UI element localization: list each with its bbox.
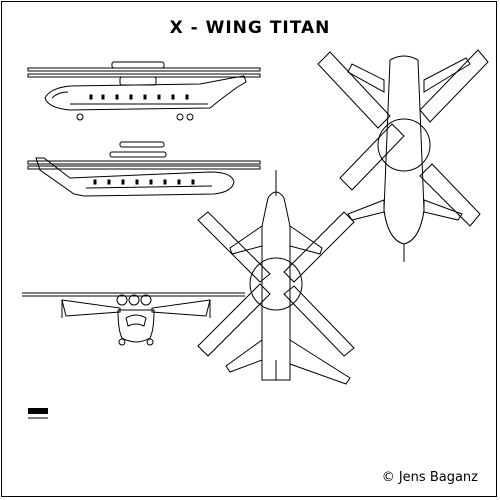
scale-block (28, 408, 48, 419)
fuselage-front (117, 309, 155, 343)
left-stub-wing (61, 299, 121, 317)
tailplane-b-left (347, 199, 385, 221)
fuselage-bottom (383, 55, 425, 245)
top-view (197, 170, 355, 385)
engine-right (140, 294, 152, 306)
rotor-blade-b-sw (339, 123, 405, 191)
fuselage-top (261, 191, 291, 381)
rotor-blade-nw (197, 211, 271, 283)
wing-b-right (423, 57, 471, 93)
engine-left (116, 294, 128, 306)
tailplane-b-right (423, 199, 463, 221)
side-view-left (27, 141, 261, 197)
landing-gear-rear (176, 113, 184, 121)
fuselage (44, 75, 247, 111)
rotor-hub-disc (249, 257, 303, 311)
wing-left (229, 225, 263, 255)
rotor-blade-se (283, 285, 355, 357)
wing-right (289, 225, 323, 255)
tailplane-right (289, 339, 351, 385)
right-stub-wing (151, 299, 211, 317)
tailplane-left (225, 339, 263, 373)
rotor-blade-sw (197, 283, 271, 357)
rotor-hub (111, 61, 165, 69)
front-view (22, 292, 245, 346)
rotor-hub-disc-b (377, 118, 431, 172)
main-rotor-blade-lower (27, 160, 261, 165)
rotor-hub-lower (109, 151, 167, 158)
rotor-blade-b-nw (317, 51, 391, 129)
rotor-blade-b-ne (419, 49, 489, 123)
bottom-view (317, 49, 489, 262)
fuselage-lower (35, 157, 235, 197)
wing-b-left (347, 63, 385, 93)
rotor-blade-b-se (419, 163, 481, 227)
copyright-credit: © Jens Baganz (381, 470, 478, 485)
drawing-title: X - WING TITAN (169, 18, 331, 38)
side-view-right (27, 61, 261, 121)
landing-gear-front (76, 113, 84, 121)
